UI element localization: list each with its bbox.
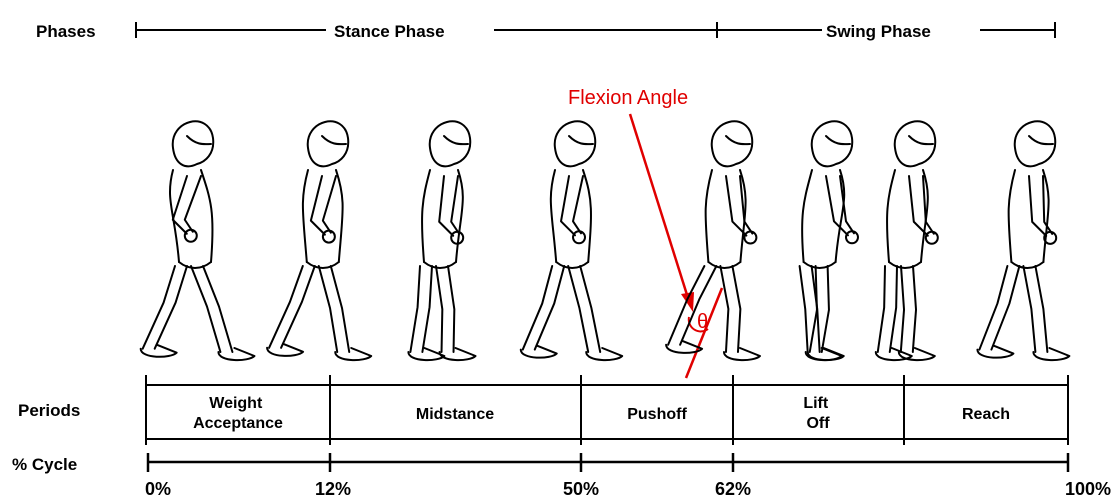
stance-phase-label: Stance Phase [334, 22, 445, 41]
walking-child-figure-4 [519, 120, 624, 362]
walking-child-figure-8 [976, 120, 1071, 362]
cycle-axis [146, 453, 1070, 472]
cycle-tick-100: 100% [1065, 479, 1111, 499]
flexion-angle-label: Flexion Angle [568, 87, 688, 109]
period-lift-off: Lift Off [803, 395, 832, 432]
swing-phase-label: Swing Phase [826, 22, 931, 41]
period-midstance: Midstance [416, 406, 494, 423]
walking-child-figure-5 [665, 120, 761, 362]
cycle-tick-50: 50% [563, 479, 599, 499]
walking-child-figure-3 [407, 120, 477, 362]
walking-child-figure-7 [874, 120, 939, 362]
period-line: Lift [803, 395, 829, 412]
period-reach: Reach [962, 406, 1010, 423]
cycle-row-label: % Cycle [12, 455, 77, 474]
flexion-reference-line [684, 287, 724, 379]
theta-symbol: θ [697, 311, 708, 333]
walking-child-figure-1 [139, 120, 256, 362]
cycle-tick-0: 0% [145, 479, 171, 499]
period-weight-acceptance: Weight Acceptance [193, 395, 283, 432]
phases-row-label: Phases [36, 22, 96, 41]
period-line: Off [806, 415, 830, 432]
cycle-tick-12: 12% [315, 479, 351, 499]
walking-figures [139, 120, 1071, 362]
periods-table-frame [145, 375, 1069, 445]
period-pushoff: Pushoff [627, 406, 687, 423]
walking-child-figure-2 [266, 120, 373, 362]
walking-child-figure-6 [798, 120, 859, 362]
flexion-angle-arrow [628, 113, 694, 312]
cycle-tick-62: 62% [715, 479, 751, 499]
period-line: Acceptance [193, 415, 283, 432]
period-line: Weight [209, 395, 263, 412]
flexion-angle-arc [687, 316, 709, 333]
phases-bracket [135, 22, 1056, 38]
periods-row-label: Periods [18, 401, 80, 420]
